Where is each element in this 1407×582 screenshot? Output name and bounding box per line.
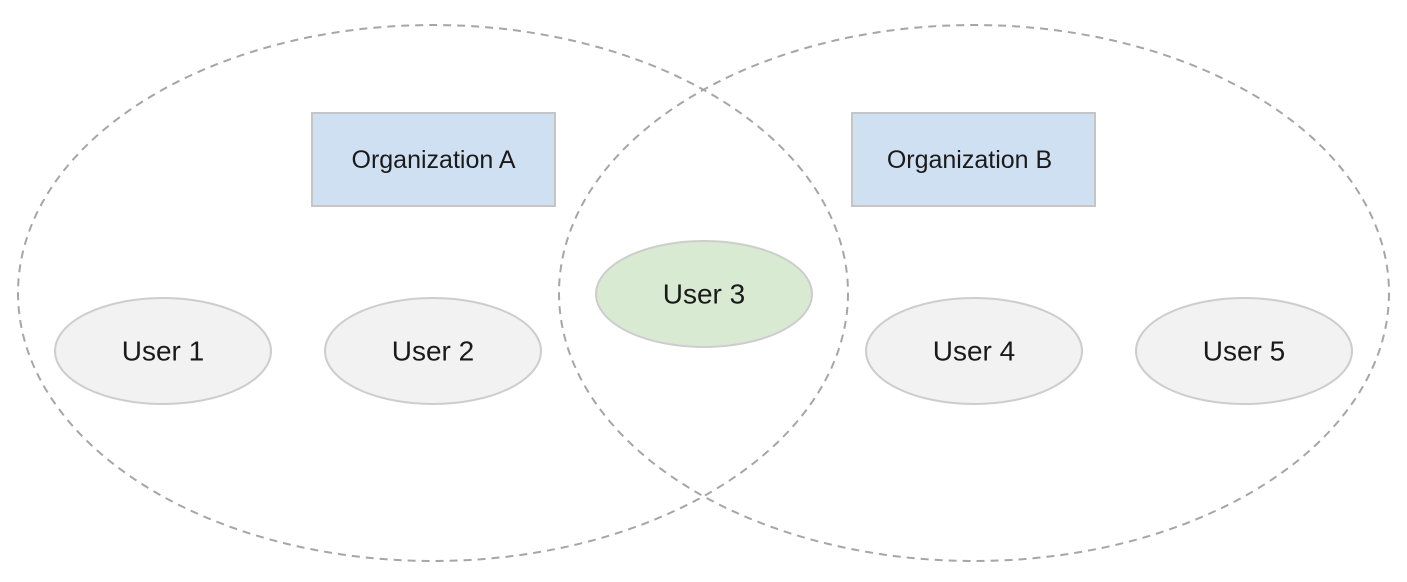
organization-b-label: Organization B xyxy=(887,146,1052,174)
user-4-node[interactable]: User 4 xyxy=(865,297,1083,405)
user-4-ellipse xyxy=(865,297,1083,405)
user-4-label: User 4 xyxy=(933,336,1015,367)
user-3-ellipse xyxy=(595,240,813,348)
organization-a-box xyxy=(311,112,556,207)
organization-b-node[interactable]: Organization B xyxy=(851,112,1096,207)
user-5-ellipse xyxy=(1135,297,1353,405)
user-3-node[interactable]: User 3 xyxy=(595,240,813,348)
organization-a-node[interactable]: Organization A xyxy=(311,112,556,207)
user-1-node[interactable]: User 1 xyxy=(54,297,272,405)
organization-b-boundary xyxy=(558,24,1390,562)
organization-a-label: Organization A xyxy=(352,146,516,174)
user-5-label: User 5 xyxy=(1203,336,1285,367)
organization-a-boundary xyxy=(17,24,849,562)
user-3-label: User 3 xyxy=(663,279,745,310)
user-2-node[interactable]: User 2 xyxy=(324,297,542,405)
user-1-label: User 1 xyxy=(122,336,204,367)
organization-b-box xyxy=(851,112,1096,207)
user-1-ellipse xyxy=(54,297,272,405)
user-2-label: User 2 xyxy=(392,336,474,367)
user-2-ellipse xyxy=(324,297,542,405)
user-5-node[interactable]: User 5 xyxy=(1135,297,1353,405)
